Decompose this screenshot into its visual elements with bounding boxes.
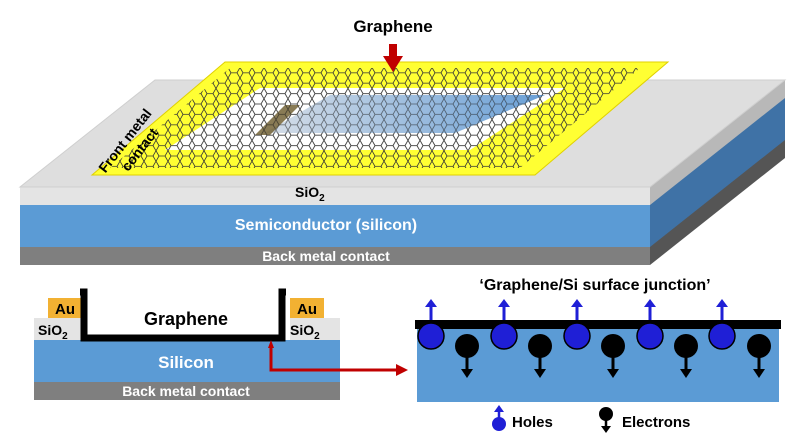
cs-back-contact-label: Back metal contact <box>122 383 250 399</box>
zoom-connector-arrow <box>268 340 408 376</box>
cs-sio2-left <box>34 318 84 340</box>
legend-electrons-label: Electrons <box>622 414 690 431</box>
back-contact-side-face <box>650 138 785 265</box>
graphene-title: Graphene <box>353 17 432 36</box>
electron <box>601 334 625 378</box>
holes-group <box>417 299 736 350</box>
legend-hole-icon <box>492 405 506 431</box>
cross-section: Au Au SiO2 SiO2 Graphene Silicon Back me… <box>34 288 408 400</box>
hole <box>490 299 518 350</box>
back-contact-label: Back metal contact <box>262 248 390 264</box>
electron <box>455 334 479 378</box>
semiconductor-front-face <box>20 203 650 247</box>
sio2-front-face <box>20 187 650 205</box>
graphene-overlay <box>165 88 565 150</box>
electrons-group <box>455 334 771 378</box>
cs-au-left <box>48 298 82 318</box>
cs-sio2-right <box>290 318 340 340</box>
hole <box>563 299 591 350</box>
back-contact-front-face <box>20 245 650 265</box>
cs-sio2-right-label: SiO2 <box>290 322 320 342</box>
legend-holes-label: Holes <box>512 414 553 431</box>
junction-graphene-line <box>415 320 781 329</box>
junction-detail: ‘Graphene/Si surface junction’ <box>415 277 781 433</box>
cs-back-contact <box>34 382 340 400</box>
cs-graphene-label: Graphene <box>144 309 228 329</box>
semiconductor-label: Semiconductor (silicon) <box>235 217 417 234</box>
hole <box>417 299 445 350</box>
cs-sio2-left-label: SiO2 <box>38 322 68 342</box>
electron <box>747 334 771 378</box>
legend-electron-icon <box>599 407 613 433</box>
cs-graphene-line <box>80 288 286 342</box>
hole <box>708 299 736 350</box>
sio2-side-face <box>650 80 785 205</box>
electron <box>528 334 552 378</box>
semiconductor-side-face <box>650 96 785 247</box>
electron <box>674 334 698 378</box>
hole <box>636 299 664 350</box>
sio2-label: SiO2 <box>295 184 325 204</box>
cs-au-left-label: Au <box>55 301 75 318</box>
cs-silicon-label: Silicon <box>158 353 214 372</box>
junction-title: ‘Graphene/Si surface junction’ <box>479 277 710 294</box>
cs-au-right <box>290 298 324 318</box>
cs-silicon <box>34 340 340 382</box>
legend: Holes Electrons <box>492 405 690 433</box>
cs-au-right-label: Au <box>297 301 317 318</box>
device-3d: Graphene Front metal contact SiO2 Semico… <box>18 17 787 265</box>
graphene-pointer-arrow <box>383 44 403 72</box>
